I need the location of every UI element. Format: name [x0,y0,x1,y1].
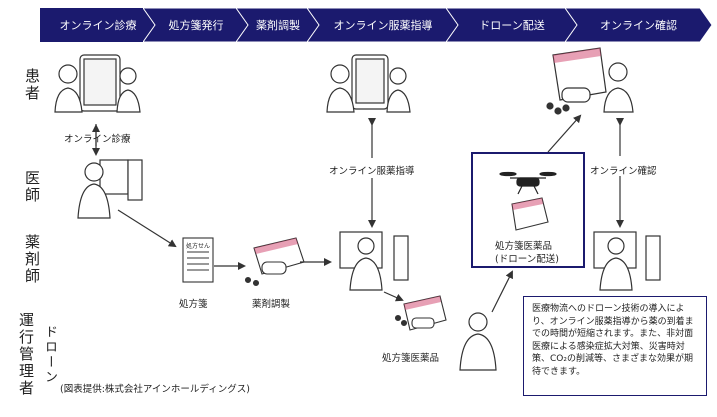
drug-bag-delivery-icon [394,295,447,331]
prescription-sheet-icon [182,237,214,283]
pharmacist-illustration-1 [339,231,409,291]
arrow-pharmacist-to-package [383,291,404,302]
step-online-consultation: オンライン診療 [40,8,156,42]
caption-online-consultation: オンライン診療 [64,134,131,145]
step-label: オンライン確認 [600,19,677,32]
drone-operator-illustration [459,312,497,371]
step-drone-delivery: ドローン配送 [446,8,578,42]
patient-receive-illustration [546,47,634,115]
flow-arrows [92,114,624,313]
caption-prescription-medicine: 処方箋医薬品 [382,353,440,364]
caption-drug-preparation: 薬剤調製 [252,299,291,310]
step-online-confirmation: オンライン確認 [565,8,712,42]
patient-tablet-illustration-2 [326,54,411,113]
caption-online-confirmation: オンライン確認 [590,166,657,177]
step-label: 処方箋発行 [168,19,224,32]
process-steps: オンライン診療 処方箋発行 薬剤調製 オンライン服薬指導 ドローン配送 オンライ… [40,8,712,42]
step-label: 薬剤調製 [256,19,300,32]
drone-icon [499,171,557,195]
arrow-operator-to-drone [491,270,513,313]
drone-package-icon [511,197,549,231]
arrow-doctor-to-prescription [117,209,177,248]
info-box: 医療物流へのドローン技術の導入により、オンライン服薬指導から薬の到着までの時間が… [523,296,707,396]
patient-tablet-illustration-1 [54,54,141,113]
row-label-doctor: 医師 [23,170,41,204]
step-label: ドローン配送 [479,19,545,32]
row-label-pharmacist: 薬剤師 [23,234,41,285]
row-label-drone: ドローン [42,325,57,385]
pharmacist-illustration-2 [593,231,661,291]
step-drug-preparation: 薬剤調製 [236,8,320,42]
caption-online-guidance: オンライン服薬指導 [329,166,415,177]
doctor-illustration [77,159,143,219]
row-label-patient: 患者 [23,68,41,102]
drone-box-label-1: 処方箋医薬品 [495,241,553,252]
row-label-operator: 運行管理者 [17,312,35,397]
credit-text: (図表提供:株式会社アインホールディングス) [60,384,250,395]
step-online-guidance: オンライン服薬指導 [307,8,459,42]
arrow-drone-to-patient [547,114,582,153]
drug-bag-prepare-icon [244,237,305,287]
caption-prescription: 処方箋 [179,299,208,310]
drone-delivery-box [471,152,585,268]
drone-box-label-2: (ドローン配送) [495,254,559,265]
step-prescription-issue: 処方箋発行 [143,8,249,42]
prescription-sheet-header: 処方せん [186,243,211,250]
step-label: オンライン服薬指導 [333,19,433,32]
step-label: オンライン診療 [59,19,137,32]
